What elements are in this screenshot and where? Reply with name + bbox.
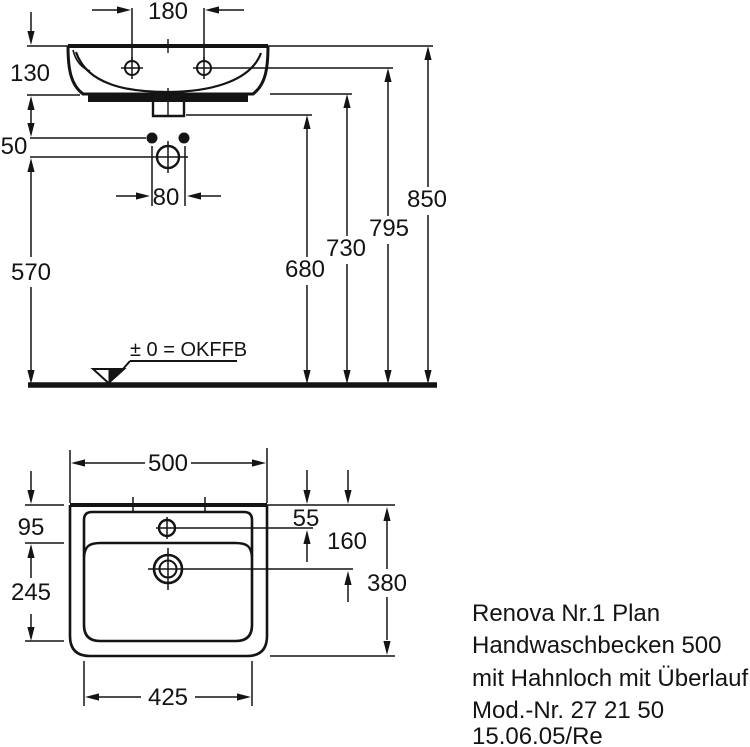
dim-label-680: 680 <box>285 256 325 283</box>
dim-label-425: 425 <box>148 684 188 711</box>
dim-label-80: 80 <box>153 184 180 211</box>
product-info-block: Renova Nr.1 Plan Handwaschbecken 500 mit… <box>472 600 748 747</box>
dim-label-180: 180 <box>148 0 188 25</box>
drawing-date-revision: 15.06.05/Re <box>472 723 603 747</box>
basin-outline <box>66 45 270 96</box>
product-feature-line: mit Hahnloch mit Überlauf <box>472 665 748 692</box>
floor-reference-symbol: ± 0 = OKFFB <box>90 339 247 385</box>
dimension-425: 425 <box>83 661 253 711</box>
dimension-850: 850 <box>407 46 447 384</box>
product-type-line: Handwaschbecken 500 <box>472 632 722 659</box>
dimension-95: 95 <box>18 471 64 544</box>
dim-label-795: 795 <box>369 215 409 242</box>
floor-reference-label: ± 0 = OKFFB <box>130 339 247 361</box>
dim-label-160: 160 <box>327 528 367 555</box>
dim-label-55: 55 <box>293 505 320 532</box>
dimension-180: 180 <box>92 0 244 60</box>
dimension-245: 245 <box>11 544 64 642</box>
plan-tap-hole-symbol <box>156 517 313 539</box>
bowl-curve <box>74 51 263 94</box>
dim-label-730: 730 <box>326 235 366 262</box>
tap-hole-symbol-left <box>121 57 143 79</box>
drain-crosshair-symbol <box>30 141 188 173</box>
dimension-50: 50 <box>1 96 35 172</box>
dimension-55: 55 <box>293 470 320 562</box>
dimension-570: 570 <box>11 172 51 384</box>
dim-label-500: 500 <box>148 450 188 477</box>
fixing-dots <box>146 132 190 144</box>
dimension-500: 500 <box>69 448 268 503</box>
dim-label-380: 380 <box>367 570 407 597</box>
tap-hole-symbol-right <box>193 57 215 79</box>
dimension-130: 130 <box>10 12 80 96</box>
dim-label-50: 50 <box>1 133 28 160</box>
plan-basin-outline <box>68 497 269 658</box>
plan-view: 500 95 245 425 <box>11 448 407 711</box>
dimension-795: 795 <box>215 67 409 384</box>
product-name-line: Renova Nr.1 Plan <box>472 600 660 627</box>
product-model-number: Mod.-Nr. 27 21 50 <box>472 697 664 724</box>
dimension-380: 380 <box>367 507 407 655</box>
plan-drain-symbol <box>148 548 353 590</box>
dim-label-245: 245 <box>11 579 51 606</box>
front-elevation-view: 180 130 50 80 570 <box>1 0 447 388</box>
dimension-160: 160 <box>327 470 367 602</box>
dim-label-130: 130 <box>10 60 50 87</box>
wall-and-basin-outline <box>27 39 433 118</box>
dimension-80: 80 <box>116 146 221 211</box>
dimension-680: 680 <box>186 114 325 384</box>
dimension-730: 730 <box>270 93 366 384</box>
dim-label-570: 570 <box>11 259 51 286</box>
dim-label-850: 850 <box>407 186 447 213</box>
dim-label-95: 95 <box>18 514 45 541</box>
